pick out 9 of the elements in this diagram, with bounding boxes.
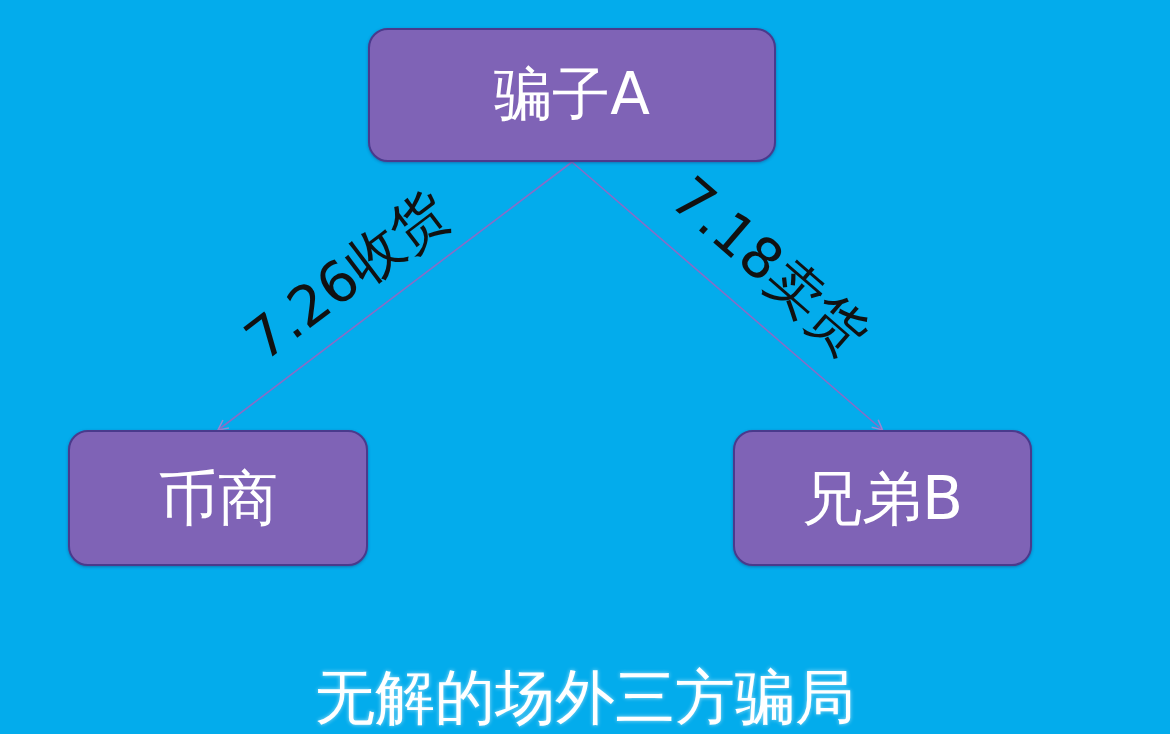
node-label: 兄弟B	[801, 465, 964, 531]
process-box	[368, 28, 776, 162]
arrow	[217, 161, 573, 431]
process-box	[733, 430, 1032, 566]
diagram-caption: 无解的场外三方骗局	[315, 662, 855, 732]
node-label: 币商	[158, 465, 278, 531]
process-box	[68, 430, 368, 566]
arrow	[571, 161, 884, 431]
node-label: 骗子A	[494, 63, 650, 127]
